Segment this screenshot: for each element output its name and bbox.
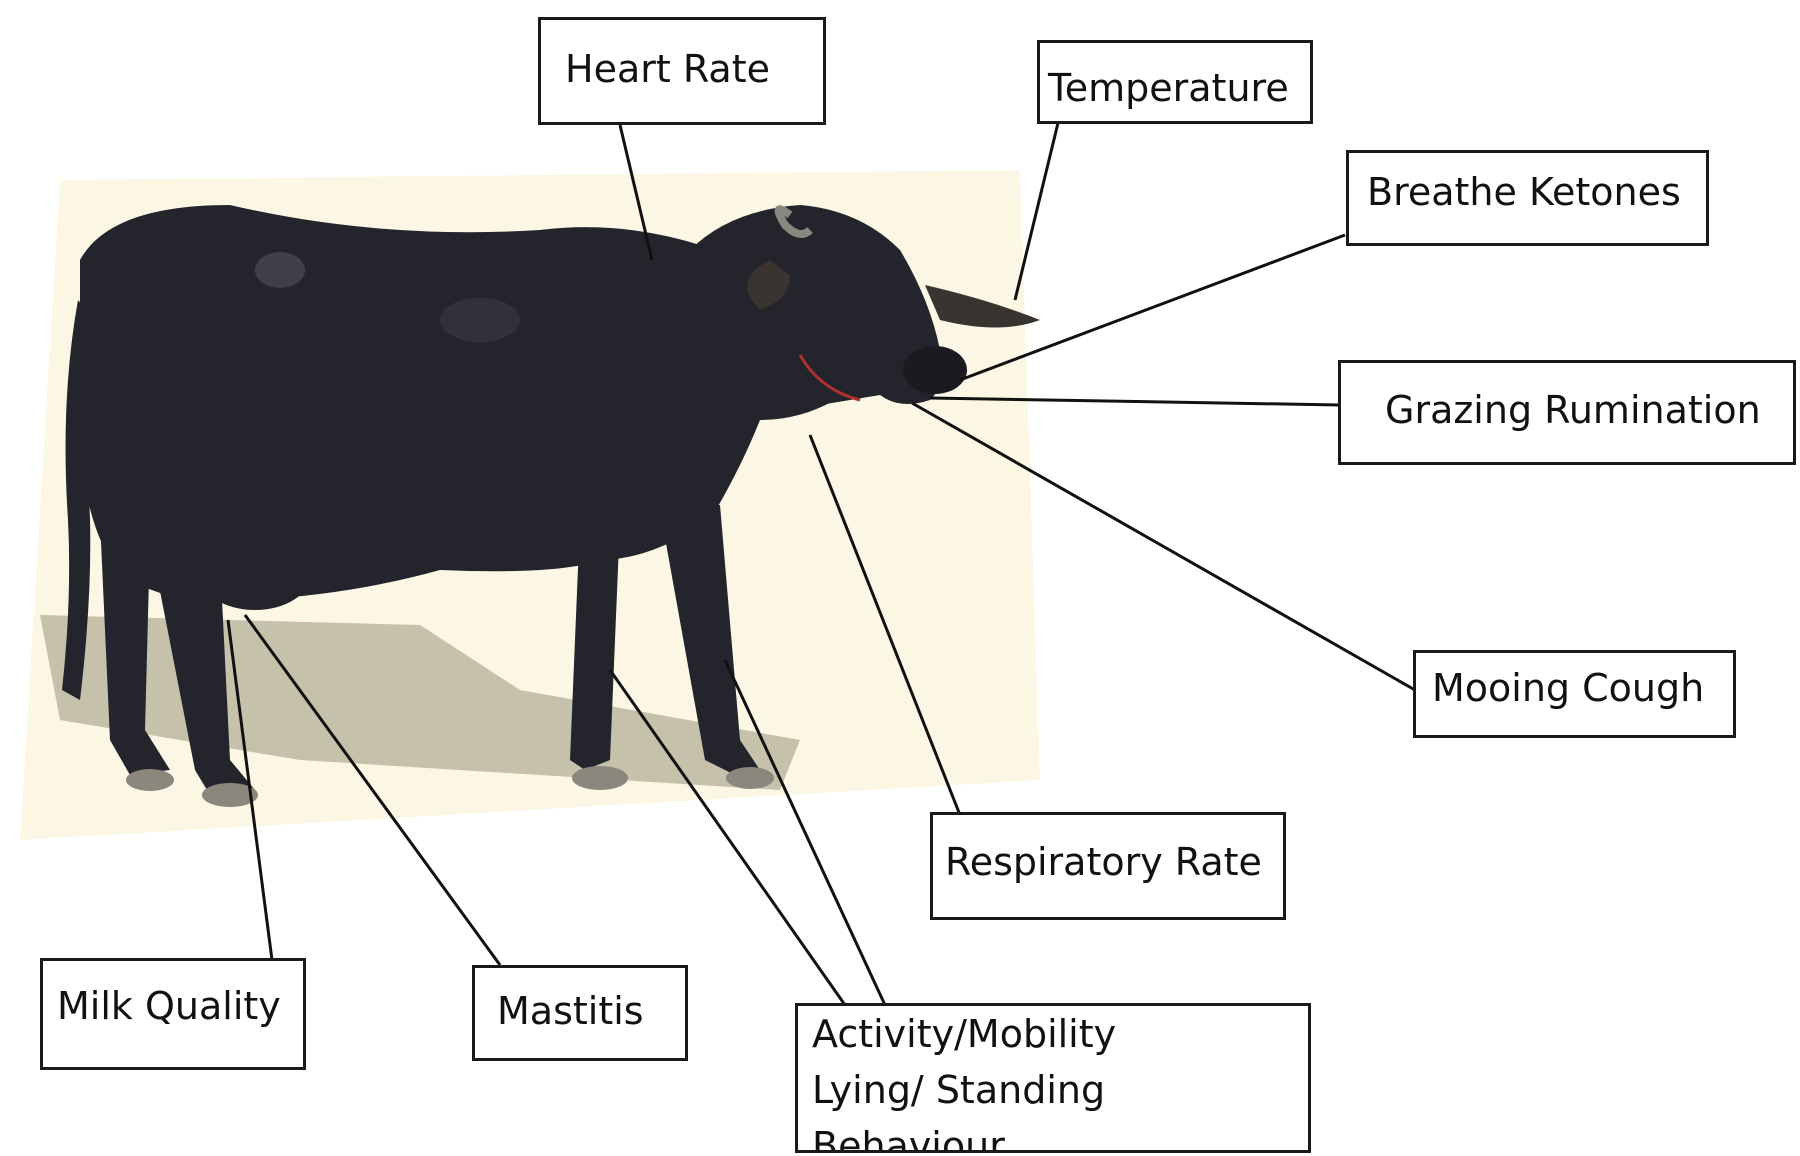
label-temperature: Temperature — [1037, 40, 1313, 124]
label-activity-line-3: Behaviour — [812, 1124, 1005, 1153]
leader-breathe-ketones — [959, 233, 1346, 382]
label-mooing-cough: Mooing Cough — [1413, 650, 1736, 738]
leader-respiratory-rate — [808, 434, 962, 816]
label-milk-quality: Milk Quality — [40, 958, 306, 1070]
label-breathe-ketones-text: Breathe Ketones — [1367, 170, 1681, 214]
leader-heart-rate — [618, 124, 654, 261]
label-heart-rate-text: Heart Rate — [565, 47, 770, 91]
collar-string — [798, 354, 861, 402]
label-grazing-rumination-text: Grazing Rumination — [1385, 388, 1761, 432]
label-activity: Activity/Mobility Lying/ Standing Behavi… — [795, 1003, 1311, 1153]
leader-grazing-rumination — [929, 396, 1341, 407]
leader-activity-2 — [723, 659, 887, 1006]
label-mastitis-text: Mastitis — [497, 989, 644, 1033]
label-mastitis: Mastitis — [472, 965, 688, 1061]
leader-mastitis — [243, 614, 502, 966]
label-grazing-rumination: Grazing Rumination — [1338, 360, 1796, 465]
label-respiratory-rate: Respiratory Rate — [930, 812, 1286, 920]
label-milk-quality-text: Milk Quality — [57, 984, 281, 1028]
leader-temperature — [1013, 122, 1060, 301]
label-respiratory-rate-text: Respiratory Rate — [945, 840, 1262, 884]
leader-lines — [226, 122, 1416, 1006]
leader-milk-quality — [226, 619, 274, 961]
buffalo — [62, 205, 1040, 807]
leader-mooing-cough — [911, 401, 1416, 692]
label-temperature-text: Temperature — [1048, 66, 1289, 110]
label-heart-rate: Heart Rate — [538, 17, 826, 125]
label-breathe-ketones: Breathe Ketones — [1346, 150, 1709, 246]
label-mooing-cough-text: Mooing Cough — [1432, 666, 1705, 710]
leader-activity-1 — [608, 669, 847, 1006]
label-activity-line-1: Activity/Mobility — [812, 1012, 1117, 1056]
label-activity-line-2: Lying/ Standing — [812, 1068, 1106, 1112]
